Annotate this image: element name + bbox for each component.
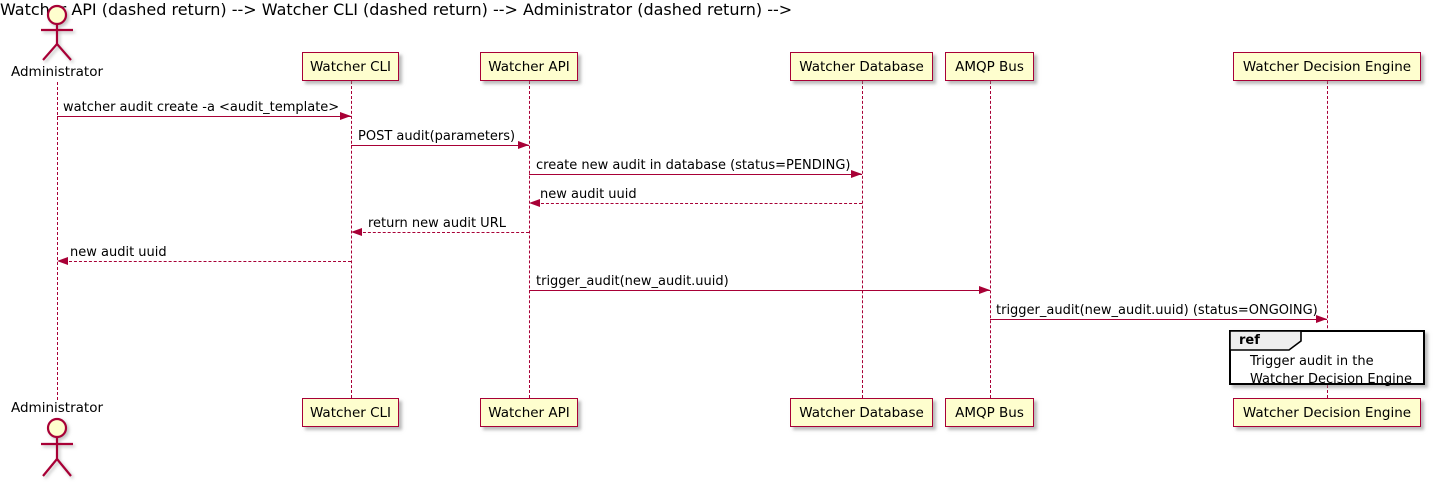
participant-box-watcher-cli-top: Watcher CLI bbox=[302, 52, 399, 81]
participant-box-amqp-bus-bottom: AMQP Bus bbox=[945, 398, 1034, 427]
message-line-2 bbox=[351, 145, 529, 146]
participant-box-watcher-cli-bottom: Watcher CLI bbox=[302, 398, 399, 427]
participant-box-watcher-database-top: Watcher Database bbox=[790, 52, 933, 81]
arrowhead-right-2 bbox=[518, 141, 529, 149]
ref-text-line-1: Trigger audit in the bbox=[1250, 354, 1374, 369]
message-line-1 bbox=[57, 116, 351, 117]
actor-icon-administrator-top bbox=[41, 4, 73, 61]
message-label-7: trigger_audit(new_audit.uuid) bbox=[536, 274, 729, 289]
participant-box-watcher-database-bottom: Watcher Database bbox=[790, 398, 933, 427]
message-line-6 bbox=[64, 261, 351, 262]
lifeline-amqp-bus bbox=[990, 81, 991, 398]
arrowhead-right-7 bbox=[979, 286, 990, 294]
participant-label: Watcher CLI bbox=[309, 404, 392, 421]
participant-label: Watcher Database bbox=[799, 404, 924, 421]
participant-label: Watcher Decision Engine bbox=[1242, 58, 1412, 75]
message-label-1: watcher audit create -a <audit_template> bbox=[63, 100, 340, 115]
lifeline-watcher-database bbox=[862, 81, 863, 398]
ref-text: Trigger audit in the Watcher Decision En… bbox=[1250, 353, 1412, 388]
lifeline-watcher-decision-engine bbox=[1327, 81, 1328, 398]
participant-box-watcher-decision-engine-bottom: Watcher Decision Engine bbox=[1233, 398, 1421, 427]
participant-label: Watcher Decision Engine bbox=[1242, 404, 1412, 421]
ref-text-line-2: Watcher Decision Engine bbox=[1250, 371, 1412, 387]
ref-tag-shape bbox=[1230, 331, 1302, 351]
lifeline-administrator bbox=[57, 82, 58, 400]
participant-label: Watcher CLI bbox=[309, 58, 392, 75]
participant-box-watcher-decision-engine-top: Watcher Decision Engine bbox=[1233, 52, 1421, 81]
arrowhead-right-3 bbox=[851, 170, 862, 178]
message-label-6: new audit uuid bbox=[70, 245, 167, 260]
message-line-7 bbox=[529, 290, 990, 291]
participant-label: Watcher Database bbox=[799, 58, 924, 75]
actor-icon-administrator-bottom bbox=[41, 417, 73, 477]
participant-label: AMQP Bus bbox=[955, 404, 1024, 421]
lifeline-watcher-api bbox=[529, 81, 530, 398]
actor-label-administrator-top: Administrator bbox=[10, 64, 104, 80]
ref-fragment: ref Trigger audit in the Watcher Decisio… bbox=[1229, 330, 1425, 388]
lifeline-watcher-cli bbox=[351, 81, 352, 398]
message-label-3: create new audit in database (status=PEN… bbox=[536, 158, 851, 173]
participant-box-watcher-api-top: Watcher API bbox=[480, 52, 578, 81]
message-line-5 bbox=[358, 232, 529, 233]
participant-box-amqp-bus-top: AMQP Bus bbox=[945, 52, 1034, 81]
arrowhead-left-6 bbox=[57, 257, 68, 265]
arrowhead-right-8 bbox=[1316, 315, 1327, 323]
arrowhead-right-1 bbox=[340, 112, 351, 120]
message-line-4 bbox=[536, 203, 862, 204]
message-label-8: trigger_audit(new_audit.uuid) (status=ON… bbox=[996, 303, 1318, 318]
message-line-3 bbox=[529, 174, 862, 175]
arrowhead-left-4 bbox=[529, 199, 540, 207]
participant-box-watcher-api-bottom: Watcher API bbox=[480, 398, 578, 427]
participant-label: Watcher API bbox=[488, 58, 570, 75]
message-label-5: return new audit URL bbox=[368, 216, 506, 231]
message-line-8 bbox=[990, 319, 1327, 320]
ref-tag-label: ref bbox=[1239, 333, 1260, 348]
participant-label: AMQP Bus bbox=[955, 58, 1024, 75]
message-label-2: POST audit(parameters) bbox=[358, 129, 516, 144]
message-label-4: new audit uuid bbox=[540, 187, 637, 202]
participant-label: Watcher API bbox=[488, 404, 570, 421]
actor-label-administrator-bottom: Administrator bbox=[10, 400, 104, 416]
arrowhead-left-5 bbox=[351, 228, 362, 236]
